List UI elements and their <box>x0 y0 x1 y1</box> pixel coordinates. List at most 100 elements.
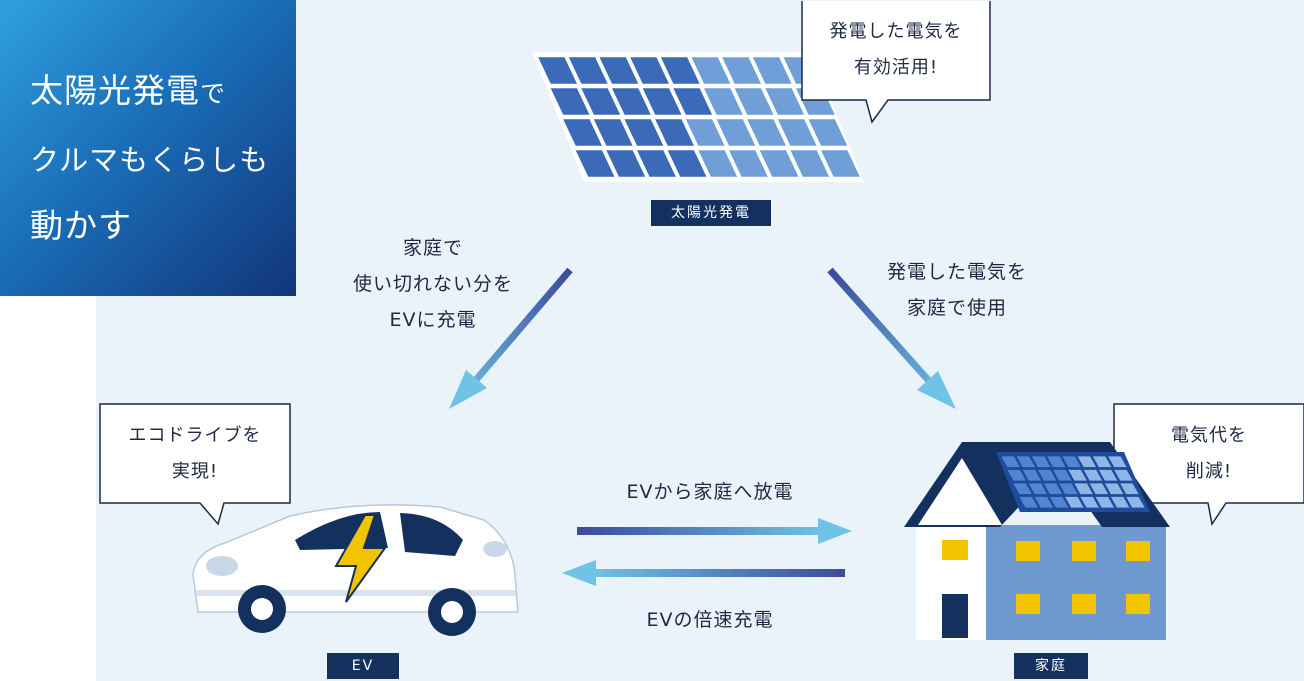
caption-solar-to-ev-line-1: 家庭で <box>402 237 463 259</box>
hero-banner: 太陽光発電で クルマもくらしも 動かす <box>0 0 296 296</box>
arrow-home-to-ev <box>562 560 845 586</box>
hero-line-1-suffix: で <box>200 79 227 108</box>
pv-cell <box>1019 496 1038 508</box>
pv-cell <box>734 88 774 115</box>
pv-cell <box>550 88 590 115</box>
pv-cell <box>1077 456 1097 468</box>
pv-cell <box>1016 456 1036 468</box>
pv-cell <box>1001 456 1020 468</box>
pv-cell <box>612 88 651 115</box>
arrow-solar-to-ev <box>449 267 573 409</box>
pv-cell <box>1065 496 1084 508</box>
pv-cell <box>1062 456 1081 468</box>
pv-cell <box>1049 496 1069 508</box>
arrow-solar-to-home <box>827 267 956 409</box>
pv-cell <box>1013 483 1032 495</box>
caption-solar-to-ev-line-3: EVに充電 <box>389 309 477 331</box>
pv-cell <box>1126 496 1145 508</box>
caption-solar-to-home-line-2: 家庭で使用 <box>906 297 1007 319</box>
bubble-home-line-1: 電気代を <box>1171 425 1247 446</box>
bubble-ev-line-2: 実現! <box>171 461 219 482</box>
pv-cell <box>581 88 621 115</box>
solar-panel-cells <box>538 57 860 177</box>
hero-line-2: クルマもくらしも <box>30 143 270 177</box>
bubble-ev-line-1: エコドライブを <box>128 425 262 446</box>
pv-cell <box>1043 483 1063 495</box>
pv-cell <box>691 57 731 84</box>
pv-cell <box>563 119 602 146</box>
pv-cell <box>1114 469 1133 481</box>
pv-cell <box>765 88 805 115</box>
bubble-ev <box>99 403 291 526</box>
pv-cell <box>777 119 817 146</box>
pv-cell <box>637 150 676 177</box>
pv-cell <box>698 150 738 177</box>
caption-solar-to-home: 発電した電気を 家庭で使用 <box>866 254 1048 326</box>
pv-cell <box>752 57 792 84</box>
pv-cell <box>685 119 725 146</box>
pv-cell <box>673 88 713 115</box>
caption-solar-to-home-line-1: 発電した電気を <box>886 261 1027 283</box>
solar-panel-icon <box>532 52 864 182</box>
bubble-solar-line-1: 発電した電気を <box>829 21 963 42</box>
pv-cell <box>1068 469 1087 481</box>
pv-cell <box>1074 483 1093 495</box>
roof-solar-cells <box>1001 456 1145 508</box>
bubble-home-text: 電気代を 削減! <box>1114 418 1304 490</box>
pv-cell <box>1092 456 1112 468</box>
caption-solar-to-ev: 家庭で 使い切れない分を EVに充電 <box>320 230 546 338</box>
pv-cell <box>624 119 664 146</box>
pv-cell <box>1028 483 1048 495</box>
pv-cell <box>1110 496 1130 508</box>
pv-cell <box>790 150 830 177</box>
pv-cell <box>1022 469 1042 481</box>
pv-cell <box>759 150 799 177</box>
ev-car-icon <box>192 504 519 636</box>
pv-cell <box>1059 483 1078 495</box>
pv-cell <box>1098 469 1118 481</box>
arrow-ev-to-home <box>577 518 852 544</box>
pv-cell <box>1083 469 1103 481</box>
pv-cell <box>568 57 608 84</box>
pv-cell <box>716 119 756 146</box>
pv-cell <box>729 150 768 177</box>
pv-cell <box>538 57 577 84</box>
pv-cell <box>1031 456 1051 468</box>
pv-cell <box>747 119 786 146</box>
pv-cell <box>593 119 633 146</box>
pv-cell <box>1104 483 1124 495</box>
caption-home-to-ev: EVの倍速充電 <box>646 609 774 631</box>
pv-cell <box>642 88 682 115</box>
pv-cell <box>655 119 694 146</box>
caption-solar-to-ev-line-2: 使い切れない分を <box>352 273 513 295</box>
pv-cell <box>630 57 669 84</box>
pv-cell <box>1120 483 1139 495</box>
caption-ev-to-home: EVから家庭へ放電 <box>626 481 794 503</box>
bubble-solar-line-2: 有効活用! <box>853 57 939 78</box>
house-icon <box>904 442 1170 640</box>
pv-cell <box>1047 456 1066 468</box>
pv-cell <box>808 119 848 146</box>
hero-line-1-main: 太陽光発電 <box>30 71 200 110</box>
pv-cell <box>599 57 639 84</box>
lightning-bolt-icon <box>334 514 387 603</box>
pv-cell <box>1080 496 1099 508</box>
pv-cell <box>722 57 761 84</box>
pv-cell <box>1037 469 1057 481</box>
pv-cell <box>704 88 743 115</box>
node-label-solar: 太陽光発電 <box>651 200 771 226</box>
pv-cell <box>1007 469 1026 481</box>
pv-cell <box>1053 469 1072 481</box>
node-label-home: 家庭 <box>1014 653 1088 679</box>
pv-cell <box>1034 496 1054 508</box>
pv-cell <box>1108 456 1127 468</box>
pv-cell <box>1089 483 1109 495</box>
bubble-home-line-2: 削減! <box>1185 461 1233 482</box>
pv-cell <box>660 57 700 84</box>
pv-cell <box>1095 496 1115 508</box>
hero-line-3: 動かす <box>30 206 132 245</box>
pv-cell <box>667 150 707 177</box>
pv-cell <box>606 150 646 177</box>
